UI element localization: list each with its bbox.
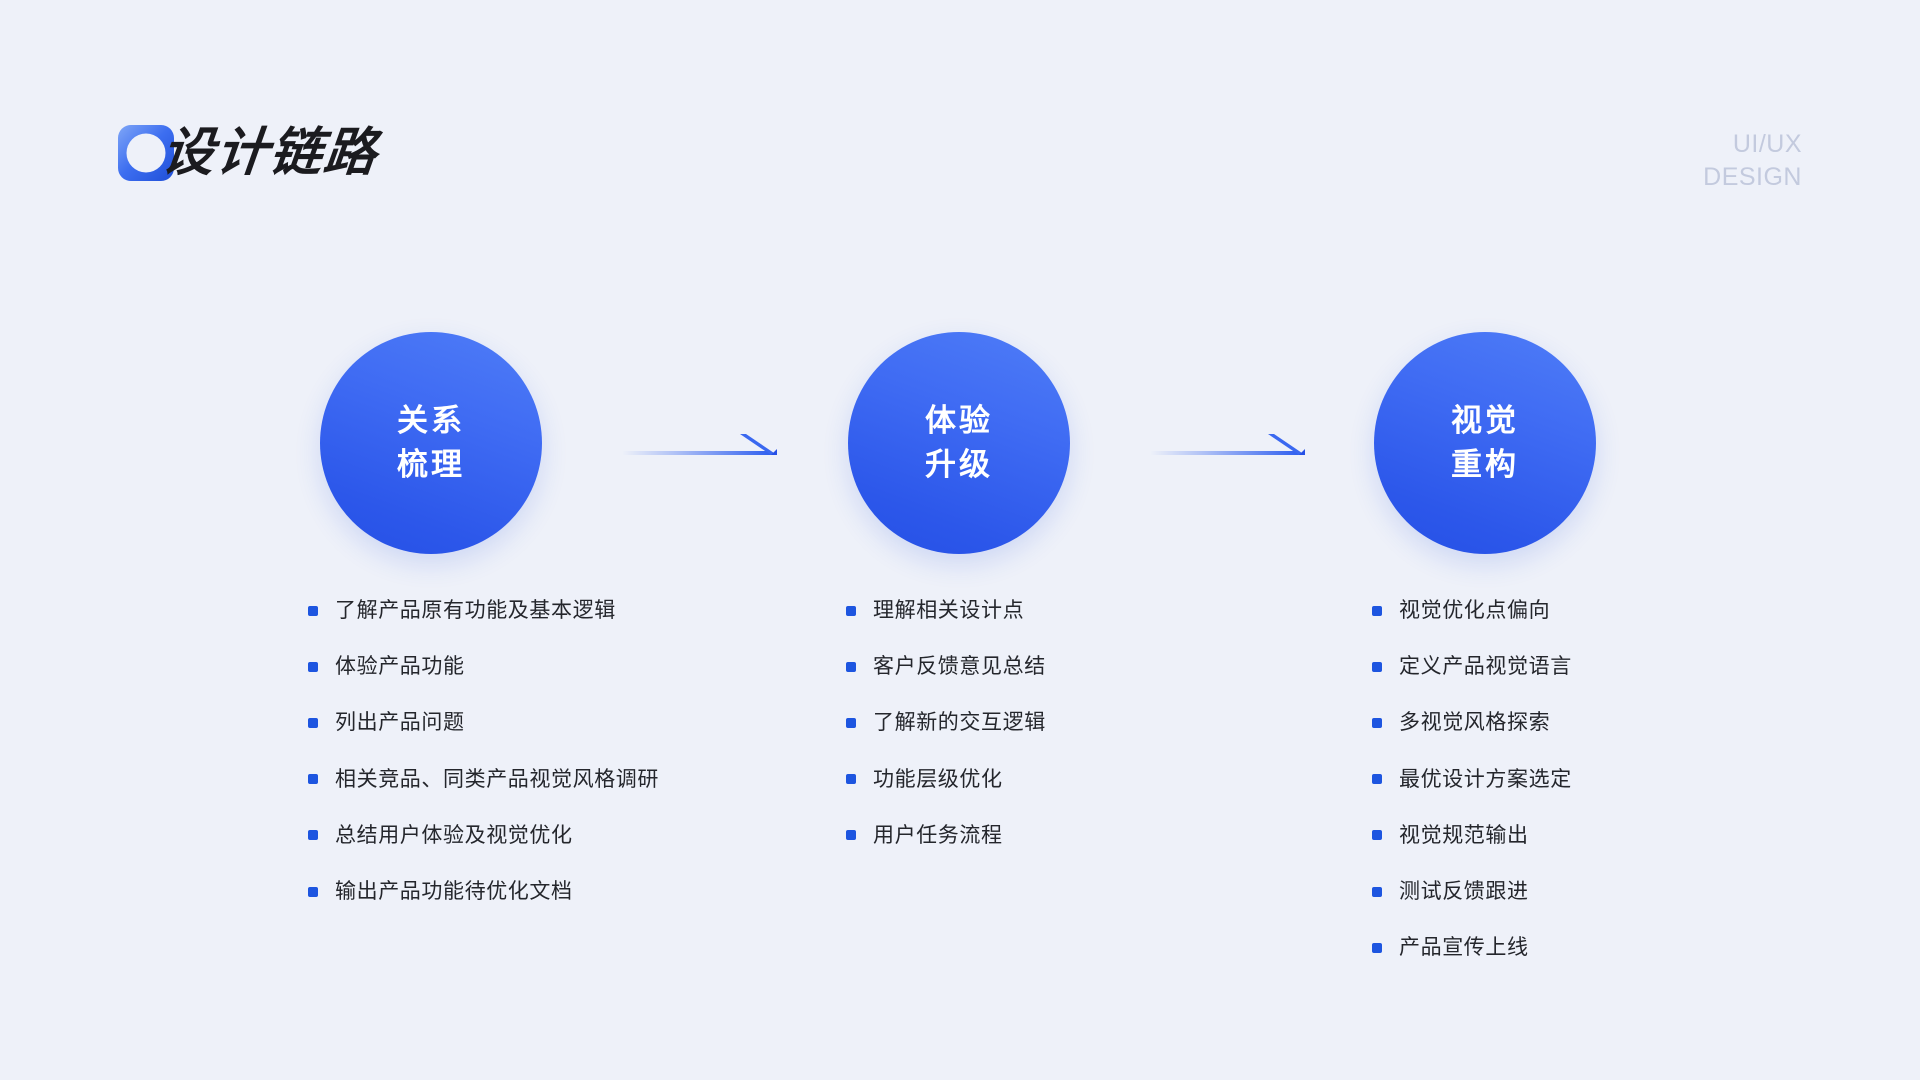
flow-node-2[interactable]: 体验 升级 [848,332,1070,554]
flow-arrow-1 [622,428,777,464]
list-item[interactable]: 视觉优化点偏向 [1372,598,1572,623]
flow-node-1-line2: 梳理 [397,447,465,482]
bullet-square-icon [308,605,318,616]
list-item-label: 输出产品功能待优化文档 [335,878,573,903]
list-item[interactable]: 了解产品原有功能及基本逻辑 [308,598,659,623]
list-item-label: 定义产品视觉语言 [1399,654,1572,679]
detail-columns: 了解产品原有功能及基本逻辑体验产品功能列出产品问题相关竞品、同类产品视觉风格调研… [0,598,1920,998]
list-item-label: 最优设计方案选定 [1399,766,1572,791]
corner-label-line1: UI/UX [1732,130,1802,158]
list-item-label: 列出产品问题 [335,710,465,735]
list-item[interactable]: 最优设计方案选定 [1372,767,1572,792]
flow-node-3-line1: 视觉 [1451,403,1519,438]
list-item[interactable]: 测试反馈跟进 [1372,879,1572,904]
detail-column-1: 了解产品原有功能及基本逻辑体验产品功能列出产品问题相关竞品、同类产品视觉风格调研… [308,598,659,935]
list-item[interactable]: 总结用户体验及视觉优化 [308,823,659,848]
bullet-square-icon [308,886,318,897]
list-item-label: 客户反馈意见总结 [873,654,1046,679]
list-item[interactable]: 客户反馈意见总结 [846,654,1046,679]
bullet-square-icon [1372,717,1382,728]
title-block: 设计链路 [118,123,382,183]
process-flow: 关系 梳理 体验 升级 [0,332,1920,560]
list-item[interactable]: 多视觉风格探索 [1372,710,1572,735]
flow-node-1[interactable]: 关系 梳理 [320,332,542,554]
list-item-label: 体验产品功能 [335,654,465,679]
bullet-square-icon [1372,942,1382,953]
list-item-label: 相关竞品、同类产品视觉风格调研 [335,766,659,791]
bullet-square-icon [308,661,318,672]
detail-column-2: 理解相关设计点客户反馈意见总结了解新的交互逻辑功能层级优化用户任务流程 [846,598,1046,879]
list-item-label: 了解产品原有功能及基本逻辑 [335,598,616,622]
bullet-square-icon [846,830,856,841]
bullet-square-icon [1372,886,1382,897]
page-title: 设计链路 [158,123,382,183]
flow-node-1-line1: 关系 [397,403,465,438]
detail-column-3: 视觉优化点偏向定义产品视觉语言多视觉风格探索最优设计方案选定视觉规范输出测试反馈… [1372,598,1572,991]
list-item[interactable]: 相关竞品、同类产品视觉风格调研 [308,767,659,792]
list-item[interactable]: 了解新的交互逻辑 [846,710,1046,735]
list-item[interactable]: 定义产品视觉语言 [1372,654,1572,679]
list-item-label: 产品宣传上线 [1399,935,1529,960]
corner-label-line2: DESIGN [1703,163,1802,191]
corner-label: UI/UX DESIGN [1703,128,1802,194]
bullet-square-icon [846,605,856,616]
flow-node-3[interactable]: 视觉 重构 [1374,332,1596,554]
list-item-label: 视觉优化点偏向 [1399,598,1551,622]
bullet-square-icon [846,717,856,728]
list-item-label: 理解相关设计点 [873,598,1025,622]
flow-arrow-2 [1150,428,1305,464]
list-item[interactable]: 理解相关设计点 [846,598,1046,623]
list-item-label: 了解新的交互逻辑 [873,710,1046,735]
list-item[interactable]: 视觉规范输出 [1372,823,1572,848]
bullet-square-icon [1372,605,1382,616]
list-item-label: 用户任务流程 [873,822,1003,847]
flow-node-2-line1: 体验 [925,403,993,438]
list-item-label: 功能层级优化 [873,766,1003,791]
bullet-square-icon [1372,830,1382,841]
flow-node-2-line2: 升级 [925,447,993,482]
list-item[interactable]: 用户任务流程 [846,823,1046,848]
bullet-square-icon [308,830,318,841]
list-item[interactable]: 体验产品功能 [308,654,659,679]
bullet-square-icon [1372,774,1382,785]
bullet-square-icon [308,717,318,728]
list-item[interactable]: 列出产品问题 [308,710,659,735]
brand-logo-icon [118,125,174,181]
bullet-square-icon [308,774,318,785]
list-item-label: 总结用户体验及视觉优化 [335,822,573,847]
list-item[interactable]: 功能层级优化 [846,767,1046,792]
bullet-square-icon [1372,661,1382,672]
flow-node-3-line2: 重构 [1451,447,1519,482]
page-header: 设计链路 UI/UX DESIGN [0,0,1920,230]
list-item[interactable]: 产品宣传上线 [1372,935,1572,960]
bullet-square-icon [846,774,856,785]
list-item-label: 视觉规范输出 [1399,822,1529,847]
list-item-label: 测试反馈跟进 [1399,878,1529,903]
list-item-label: 多视觉风格探索 [1399,710,1551,735]
list-item[interactable]: 输出产品功能待优化文档 [308,879,659,904]
bullet-square-icon [846,661,856,672]
